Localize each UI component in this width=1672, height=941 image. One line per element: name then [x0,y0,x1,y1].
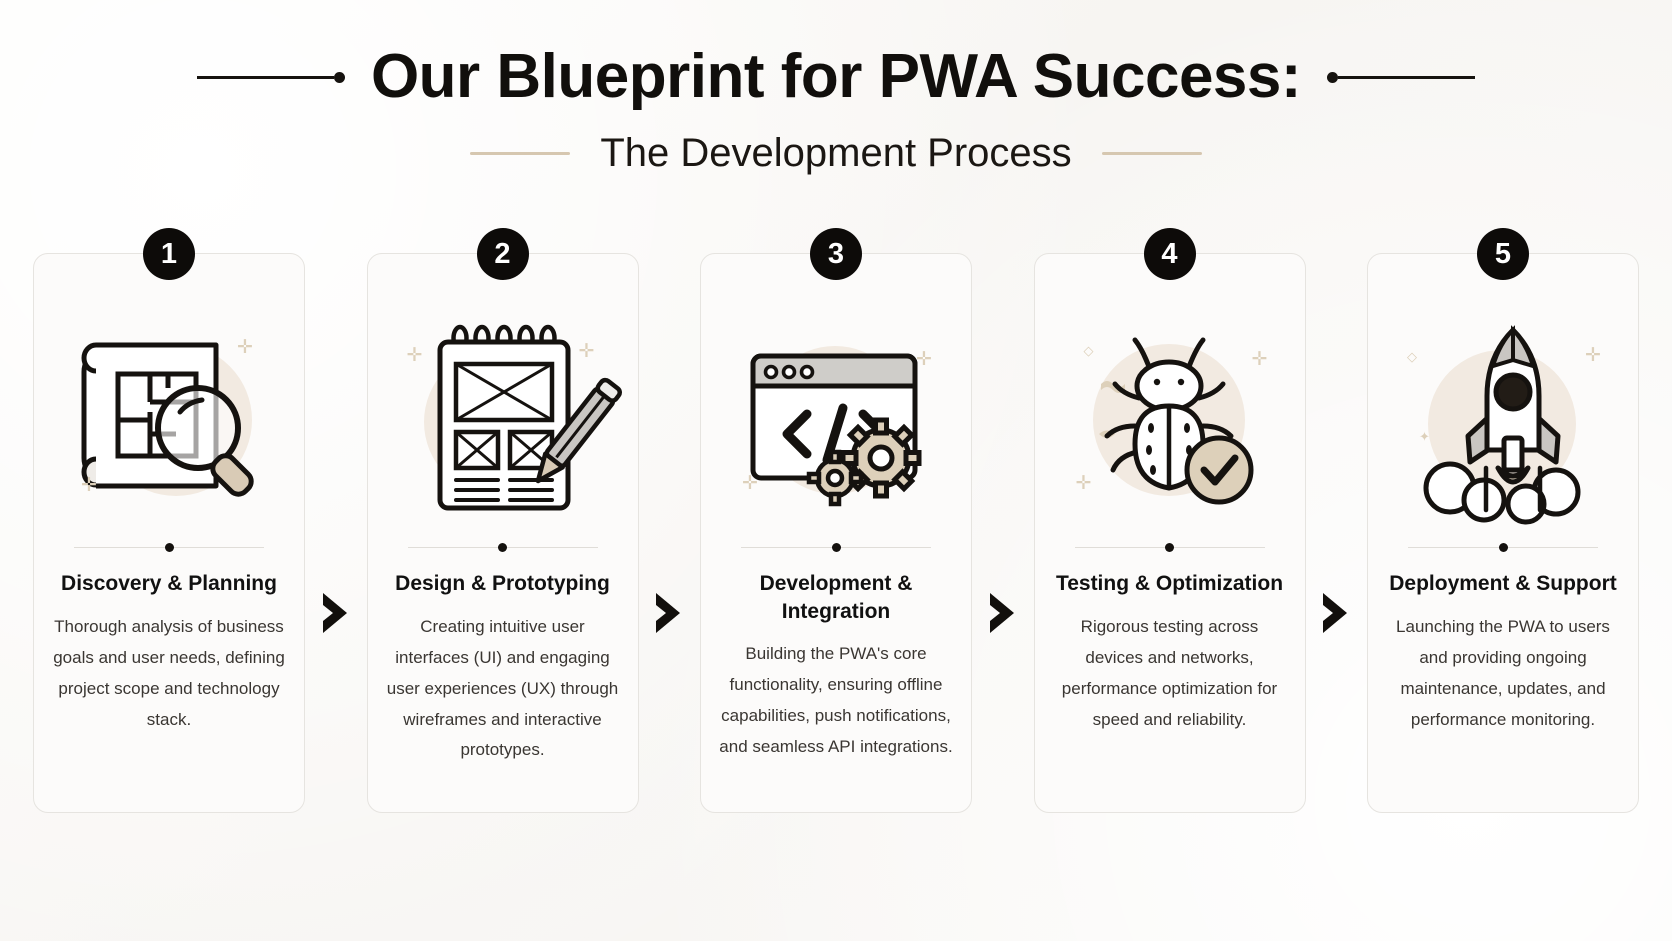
step-title-3: Development & Integration [759,572,913,623]
card-divider [407,540,598,554]
step-card-1[interactable]: 1 ✛ ✛ [33,228,305,813]
wireframe-notepad-pencil-icon: ✛ ✛ [393,310,622,518]
page-subtitle: The Development Process [600,130,1072,175]
connector-arrow-2 [639,253,701,813]
step-card-2[interactable]: 2 ✛ ✛ [366,228,639,813]
header: Our Blueprint for PWA Success: The Devel… [0,42,1672,176]
step-description-5: Launching the PWA to users and providing… [1396,616,1610,729]
card-divider [74,540,264,554]
connector-arrow-3 [972,253,1034,813]
page-title: Our Blueprint for PWA Success: [370,42,1302,111]
step-title-4: Testing & Optimization [1055,572,1284,595]
step-card-3[interactable]: 3 ✛ ✛ [700,228,972,813]
connector-arrow-1 [305,253,367,813]
blueprint-magnifier-icon: ✛ ✛ [59,310,279,518]
title-rule-right [1327,71,1476,83]
step-card-4[interactable]: 4 ✛ ✛ ◇ [1033,228,1306,813]
step-card-5[interactable]: 5 ✛ ◇ ✦ [1367,228,1639,813]
title-row: Our Blueprint for PWA Success: [0,42,1672,111]
card-divider [1408,540,1598,554]
process-steps: 1 ✛ ✛ [33,228,1639,813]
step-title-1: Discovery & Planning [61,572,277,595]
step-title-2: Design & Prototyping [395,572,610,595]
subtitle-rule-right [1101,151,1202,155]
card-divider [1074,540,1265,554]
bug-checkmark-icon: ✛ ✛ ◇ [1060,310,1280,518]
subtitle-rule-left [470,151,571,155]
subtitle-row: The Development Process [0,131,1672,176]
card-divider [741,540,931,554]
step-number-badge-1: 1 [143,228,195,280]
step-title-5: Deployment & Support [1389,572,1617,595]
step-number-badge-2: 2 [476,228,529,280]
step-description-3: Building the PWA's core functionality, e… [719,644,953,757]
step-number-badge-5: 5 [1477,228,1529,280]
step-number-badge-3: 3 [810,228,862,280]
step-number-badge-4: 4 [1143,228,1196,280]
title-rule-left [196,71,345,83]
connector-arrow-4 [1306,253,1368,813]
rocket-launch-icon: ✛ ◇ ✦ [1393,310,1613,525]
step-description-2: Creating intuitive user interfaces (UI) … [386,616,619,760]
step-description-1: Thorough analysis of business goals and … [53,616,285,729]
step-description-4: Rigorous testing across devices and netw… [1061,616,1278,729]
code-browser-gears-icon: ✛ ✛ [726,310,946,518]
